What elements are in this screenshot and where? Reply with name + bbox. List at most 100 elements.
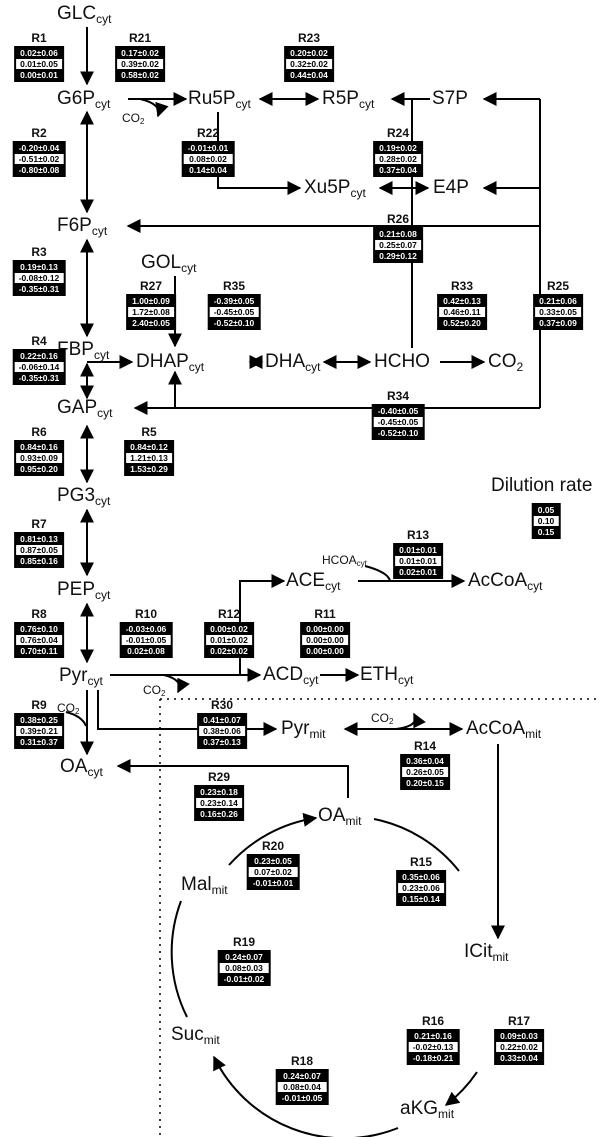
name: aKG — [400, 1098, 439, 1119]
label-co2-r14: CO2 — [371, 712, 393, 726]
flux-value: 0.01±0.02 — [206, 635, 252, 645]
reaction-label: R16 — [421, 1014, 444, 1028]
flux-value: 0.22±0.02 — [496, 1042, 542, 1052]
reaction-label: R1 — [31, 31, 47, 45]
metabolite-pyrm: Pyrmit — [281, 719, 326, 740]
flux-value: -0.45±0.05 — [209, 307, 259, 317]
compartment: cyt — [87, 765, 103, 779]
compartment: 2 — [389, 717, 394, 726]
name: CO — [57, 701, 75, 715]
name: ACE — [286, 570, 326, 591]
flux-value: 0.02±0.01 — [395, 567, 441, 577]
flux-value: 0.23±0.14 — [196, 798, 242, 808]
name: AcCoA — [468, 570, 528, 591]
flux-value: 0.02±0.02 — [206, 646, 252, 656]
reaction-label: R33 — [450, 279, 474, 293]
name: GLC — [57, 3, 97, 24]
flux-value: 0.08±0.04 — [277, 1082, 327, 1092]
reaction-label: R6 — [31, 425, 47, 439]
flux-value: -0.40±0.05 — [373, 406, 423, 416]
compartment: cyt — [356, 559, 367, 568]
flux-value: 0.38±0.25 — [16, 715, 62, 725]
compartment: cyt — [95, 588, 111, 602]
name: Pyr — [59, 665, 88, 686]
flux-value: 0.38±0.06 — [199, 726, 245, 736]
name: ACD — [263, 664, 304, 685]
flux-value-box: -0.20±0.04-0.51±0.02-0.80±0.08 — [12, 141, 66, 177]
reaction-label: R13 — [406, 528, 430, 542]
compartment: cyt — [235, 97, 251, 111]
metabolite-acd: ACDcyt — [263, 665, 318, 686]
flux-value-box: -0.40±0.05-0.45±0.05-0.52±0.10 — [371, 404, 425, 440]
flux-value: 2.40±0.05 — [128, 318, 174, 328]
flux-value: 0.00±0.00 — [302, 635, 348, 645]
flux-value: -0.18±0.21 — [408, 1053, 458, 1063]
flux-value: 0.84±0.16 — [16, 442, 62, 452]
compartment: cyt — [97, 406, 113, 420]
reaction-label: R8 — [31, 607, 47, 621]
flux-value: 0.02±0.06 — [16, 48, 62, 58]
compartment: mit — [203, 1033, 220, 1047]
flux-value: 0.52±0.20 — [439, 318, 485, 328]
flux-value-box: 0.22±0.16-0.06±0.14-0.35±0.31 — [12, 349, 66, 385]
metabolite-ru5p: Ru5Pcyt — [188, 89, 251, 110]
metabolite-g6p: G6Pcyt — [57, 89, 110, 110]
metabolite-ace: ACEcyt — [286, 571, 340, 592]
metabolite-suc: Sucmit — [171, 1025, 220, 1046]
reaction-label: R20 — [261, 839, 284, 853]
flux-value: 0.37±0.09 — [535, 318, 581, 328]
flux-value: 0.00±0.02 — [206, 624, 252, 634]
metabolite-r5p: R5Pcyt — [322, 89, 374, 110]
metabolite-co2a: CO2 — [488, 352, 523, 373]
name: S7P — [432, 88, 468, 109]
reaction-label: R25 — [546, 279, 570, 293]
flux-value: 0.01±0.01 — [395, 545, 441, 555]
metabolite-dha: DHAcyt — [265, 352, 320, 373]
compartment: mit — [211, 883, 228, 897]
flux-value: 0.37±0.04 — [375, 165, 421, 175]
compartment: cyt — [358, 97, 375, 111]
flux-value: -0.03±0.06 — [121, 624, 171, 634]
compartment: cyt — [305, 360, 321, 374]
name: CO — [488, 351, 517, 372]
metabolite-pg3: PG3cyt — [57, 486, 110, 507]
reaction-label: R11 — [314, 607, 336, 621]
flux-value: -0.08±0.12 — [14, 273, 64, 283]
flux-value: 0.01±0.01 — [395, 556, 441, 566]
flux-value: 0.39±0.02 — [117, 59, 163, 69]
compartment: mit — [438, 1107, 455, 1121]
flux-value: 0.32±0.02 — [286, 59, 332, 69]
metabolite-akg: aKGmit — [400, 1099, 454, 1120]
flux-value: 0.58±0.02 — [117, 70, 163, 80]
metabolite-f6p: F6Pcyt — [57, 216, 107, 237]
name: F6P — [57, 215, 92, 236]
flux-value: 0.24±0.07 — [277, 1071, 327, 1081]
compartment: cyt — [398, 673, 414, 687]
flux-value: 0.42±0.13 — [439, 296, 485, 306]
metabolite-dhap: DHAPcyt — [136, 352, 204, 373]
flux-value: 0.00±0.00 — [302, 624, 348, 634]
name: CO — [371, 711, 389, 725]
